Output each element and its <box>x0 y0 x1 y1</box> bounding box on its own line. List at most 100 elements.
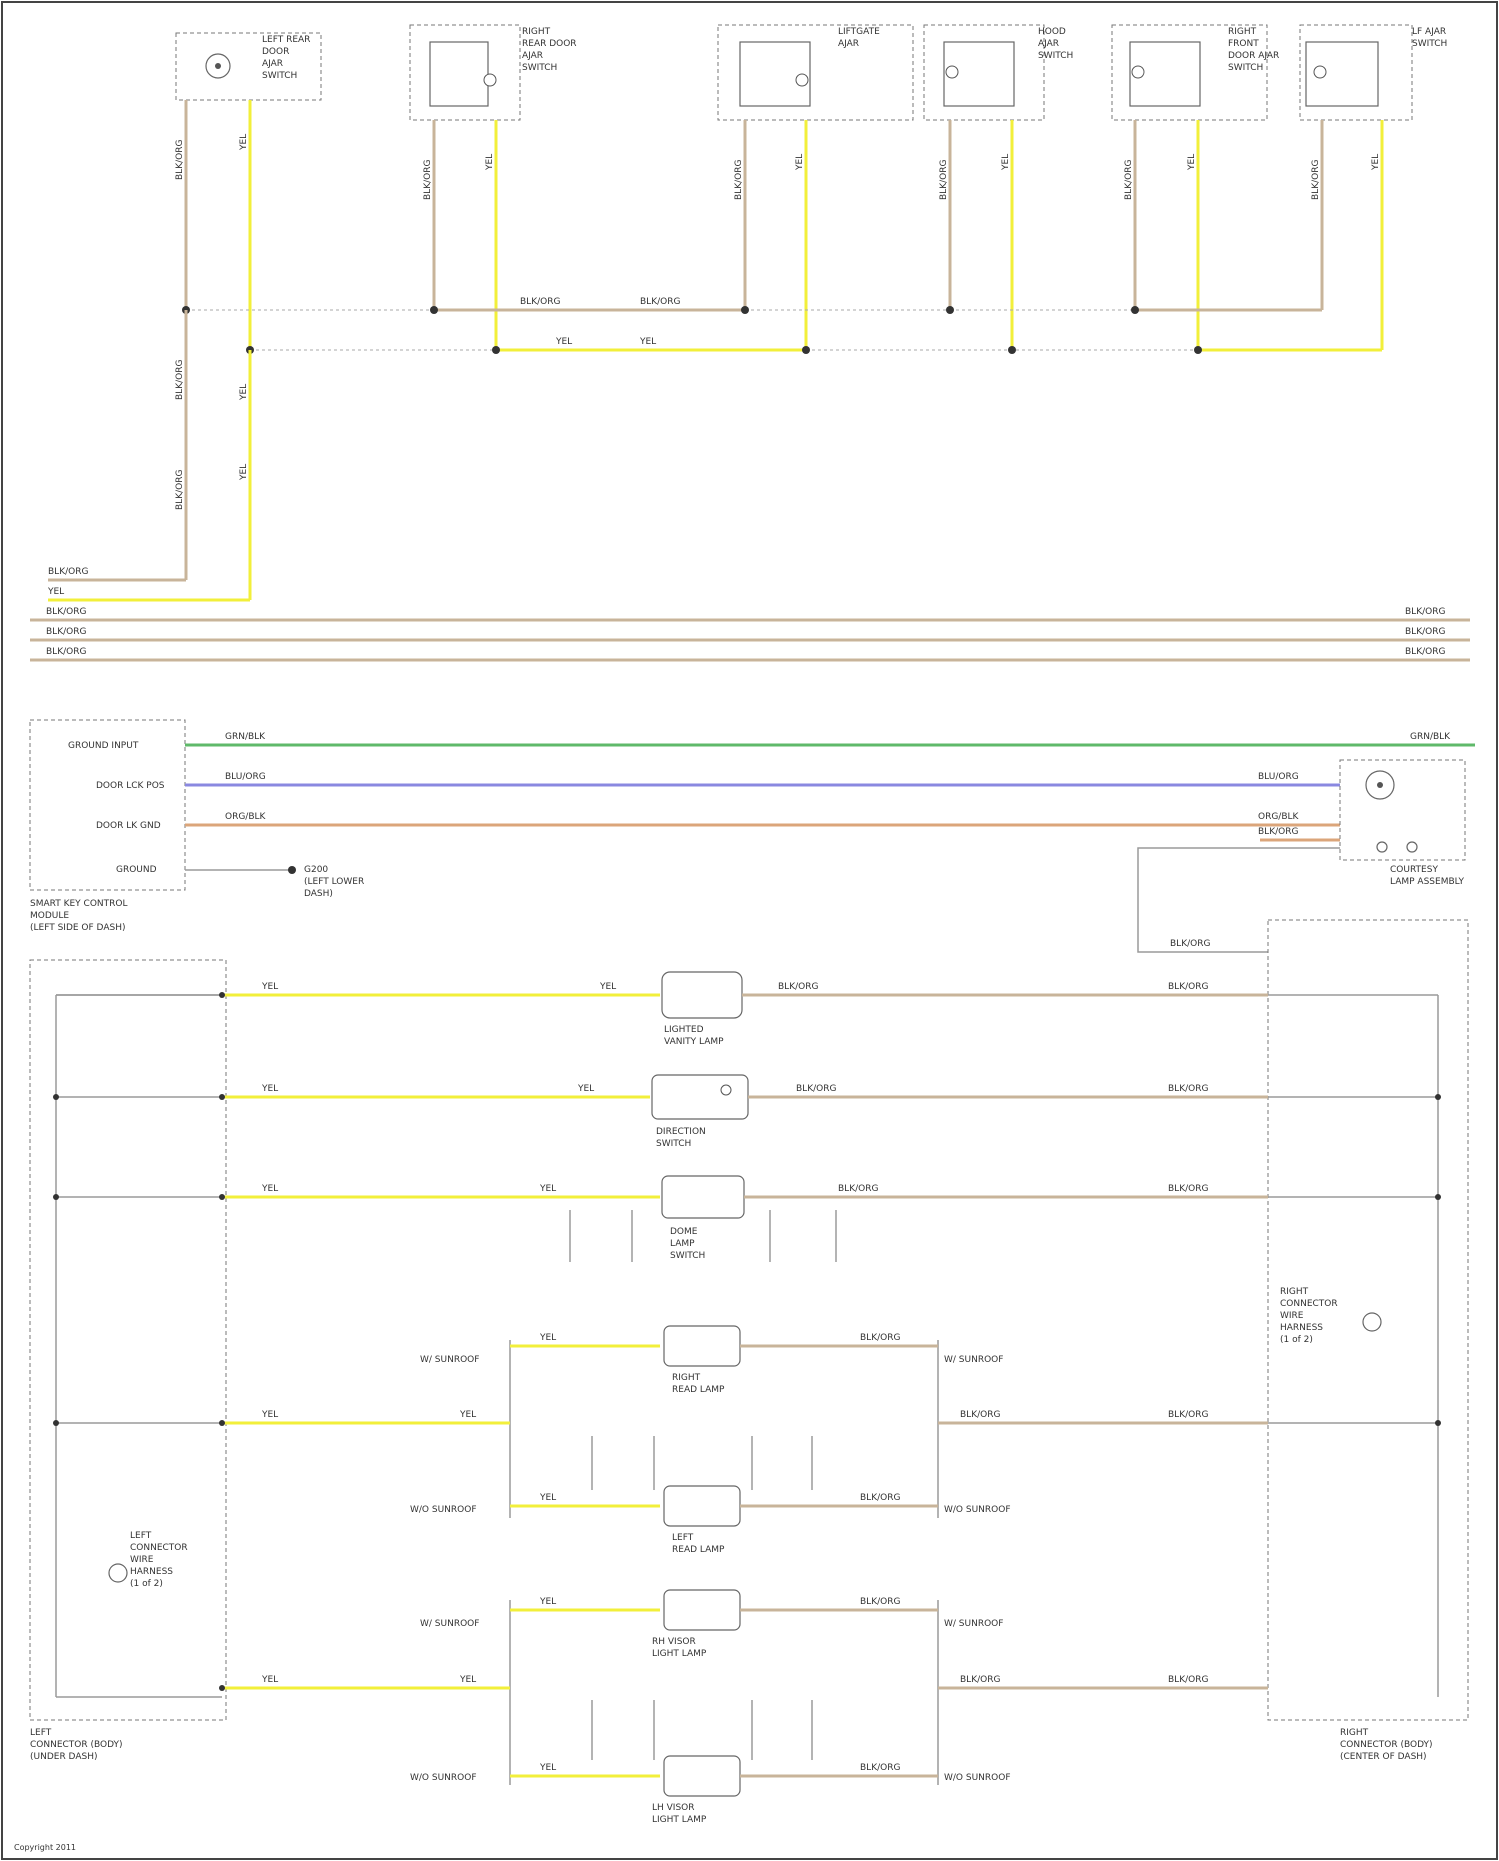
svg-text:BLK/ORG: BLK/ORG <box>960 1410 1000 1420</box>
svg-text:BLK/ORG: BLK/ORG <box>423 160 433 200</box>
svg-text:LIFTGATE: LIFTGATE <box>838 27 880 37</box>
svg-text:BLK/ORG: BLK/ORG <box>1168 1675 1208 1685</box>
svg-text:CONNECTOR (BODY): CONNECTOR (BODY) <box>30 1740 123 1750</box>
svg-text:CONNECTOR: CONNECTOR <box>130 1543 188 1553</box>
top-switch-hood: HOOD AJAR SWITCH <box>924 25 1073 120</box>
svg-text:YEL: YEL <box>485 154 495 171</box>
svg-text:BLK/ORG: BLK/ORG <box>46 627 86 637</box>
svg-text:SWITCH: SWITCH <box>262 71 297 81</box>
svg-text:YEL: YEL <box>261 1084 278 1094</box>
svg-text:BLK/ORG: BLK/ORG <box>1258 827 1298 837</box>
svg-text:LH VISOR: LH VISOR <box>652 1803 695 1813</box>
svg-text:HARNESS: HARNESS <box>130 1567 173 1577</box>
svg-text:BLK/ORG: BLK/ORG <box>520 297 560 307</box>
svg-text:BLK/ORG: BLK/ORG <box>1168 1410 1208 1420</box>
svg-text:YEL: YEL <box>539 1597 556 1607</box>
svg-text:W/ SUNROOF: W/ SUNROOF <box>944 1619 1003 1629</box>
svg-text:WIRE: WIRE <box>130 1555 154 1565</box>
svg-text:BLK/ORG: BLK/ORG <box>1405 647 1445 657</box>
svg-text:YEL: YEL <box>1001 154 1011 171</box>
svg-text:W/O SUNROOF: W/O SUNROOF <box>410 1505 477 1515</box>
svg-text:DOOR LCK POS: DOOR LCK POS <box>96 781 165 791</box>
svg-text:CONNECTOR (BODY): CONNECTOR (BODY) <box>1340 1740 1433 1750</box>
svg-text:W/O SUNROOF: W/O SUNROOF <box>410 1773 477 1783</box>
row-direction-switch: YEL YEL BLK/ORG BLK/ORG DIRECTION SWITCH <box>53 1075 1441 1149</box>
svg-text:BLK/ORG: BLK/ORG <box>860 1333 900 1343</box>
svg-text:GRN/BLK: GRN/BLK <box>1410 732 1451 742</box>
svg-text:YEL: YEL <box>539 1763 556 1773</box>
bcm-signal-wires: GRN/BLK GRN/BLK BLU/ORG BLU/ORG ORG/BLK … <box>185 732 1475 840</box>
svg-text:LF AJAR: LF AJAR <box>1412 27 1446 37</box>
svg-text:(UNDER DASH): (UNDER DASH) <box>30 1752 97 1762</box>
svg-text:LEFT: LEFT <box>130 1531 152 1541</box>
svg-text:LIGHT LAMP: LIGHT LAMP <box>652 1815 707 1825</box>
svg-text:SWITCH: SWITCH <box>656 1139 691 1149</box>
svg-text:DOME: DOME <box>670 1227 698 1237</box>
svg-text:BLK/ORG: BLK/ORG <box>48 567 88 577</box>
svg-text:(LEFT SIDE OF DASH): (LEFT SIDE OF DASH) <box>30 923 125 933</box>
svg-text:BLK/ORG: BLK/ORG <box>175 140 185 180</box>
svg-text:SWITCH: SWITCH <box>1412 39 1447 49</box>
svg-text:BLK/ORG: BLK/ORG <box>46 607 86 617</box>
svg-text:DASH): DASH) <box>304 889 333 899</box>
svg-text:BLK/ORG: BLK/ORG <box>1405 627 1445 637</box>
svg-text:(LEFT LOWER: (LEFT LOWER <box>304 877 364 887</box>
top-switch-lf: LF AJAR SWITCH <box>1300 25 1447 120</box>
svg-text:BLK/ORG: BLK/ORG <box>175 360 185 400</box>
svg-text:DOOR: DOOR <box>262 47 289 57</box>
top-switch-left-rear: LEFT REAR DOOR AJAR SWITCH <box>176 33 321 100</box>
svg-text:LIGHT LAMP: LIGHT LAMP <box>652 1649 707 1659</box>
svg-text:YEL: YEL <box>239 384 249 401</box>
svg-text:CONNECTOR: CONNECTOR <box>1280 1299 1338 1309</box>
svg-text:HARNESS: HARNESS <box>1280 1323 1323 1333</box>
svg-text:COURTESY: COURTESY <box>1390 865 1438 875</box>
svg-text:DIRECTION: DIRECTION <box>656 1127 706 1137</box>
svg-text:LAMP: LAMP <box>670 1239 695 1249</box>
svg-text:GRN/BLK: GRN/BLK <box>225 732 266 742</box>
svg-text:RIGHT: RIGHT <box>522 27 551 37</box>
svg-text:BLK/ORG: BLK/ORG <box>734 160 744 200</box>
svg-text:RIGHT: RIGHT <box>1340 1728 1369 1738</box>
svg-text:LEFT: LEFT <box>30 1728 52 1738</box>
svg-text:AJAR: AJAR <box>262 59 283 69</box>
row-dome-lamp-switch: YEL YEL BLK/ORG BLK/ORG DOME LAMP SWITCH <box>53 1176 1441 1262</box>
svg-text:FRONT: FRONT <box>1228 39 1259 49</box>
row-visor-lamps: W/ SUNROOF W/O SUNROOF W/ SUNROOF W/O SU… <box>219 1590 1268 1825</box>
svg-text:YEL: YEL <box>539 1184 556 1194</box>
svg-text:BLK/ORG: BLK/ORG <box>1405 607 1445 617</box>
top-switch-right-front: RIGHT FRONT DOOR AJAR SWITCH <box>1112 25 1279 120</box>
svg-text:AJAR: AJAR <box>1038 39 1059 49</box>
top-switch-liftgate: LIFTGATE AJAR <box>718 25 913 120</box>
svg-text:READ LAMP: READ LAMP <box>672 1545 725 1555</box>
svg-text:YEL: YEL <box>261 982 278 992</box>
svg-text:BLK/ORG: BLK/ORG <box>838 1184 878 1194</box>
top-switch-right-rear: RIGHT REAR DOOR AJAR SWITCH <box>410 25 577 120</box>
svg-text:RIGHT: RIGHT <box>1280 1287 1309 1297</box>
svg-text:SWITCH: SWITCH <box>670 1251 705 1261</box>
svg-text:YEL: YEL <box>459 1675 476 1685</box>
svg-text:BLK/ORG: BLK/ORG <box>778 982 818 992</box>
svg-text:BLK/ORG: BLK/ORG <box>1168 1084 1208 1094</box>
svg-text:READ LAMP: READ LAMP <box>672 1385 725 1395</box>
svg-text:LEFT: LEFT <box>672 1533 694 1543</box>
svg-text:GROUND INPUT: GROUND INPUT <box>68 741 139 751</box>
svg-text:(CENTER OF DASH): (CENTER OF DASH) <box>1340 1752 1427 1762</box>
svg-text:YEL: YEL <box>599 982 616 992</box>
svg-text:G200: G200 <box>304 865 328 875</box>
harness-rails: BLK/ORG BLK/ORG BLK/ORG BLK/ORG BLK/ORG … <box>30 607 1470 660</box>
svg-text:BLK/ORG: BLK/ORG <box>640 297 680 307</box>
svg-text:YEL: YEL <box>261 1675 278 1685</box>
svg-text:W/ SUNROOF: W/ SUNROOF <box>420 1355 479 1365</box>
svg-text:DOOR AJAR: DOOR AJAR <box>1228 51 1279 61</box>
svg-text:BLK/ORG: BLK/ORG <box>939 160 949 200</box>
svg-text:BLK/ORG: BLK/ORG <box>860 1597 900 1607</box>
left-connector-block: LEFT CONNECTOR (BODY) (UNDER DASH) LEFT … <box>30 960 226 1762</box>
svg-text:(1 of 2): (1 of 2) <box>130 1579 163 1589</box>
svg-text:RIGHT: RIGHT <box>672 1373 701 1383</box>
footer-copyright: Copyright 2011 <box>14 1843 76 1852</box>
svg-text:SWITCH: SWITCH <box>1228 63 1263 73</box>
svg-text:SWITCH: SWITCH <box>522 63 557 73</box>
svg-text:YEL: YEL <box>47 587 64 597</box>
svg-text:ORG/BLK: ORG/BLK <box>1258 812 1300 822</box>
left-descent: BLK/ORG BLK/ORG YEL YEL BLK/ORG YEL <box>47 310 250 600</box>
